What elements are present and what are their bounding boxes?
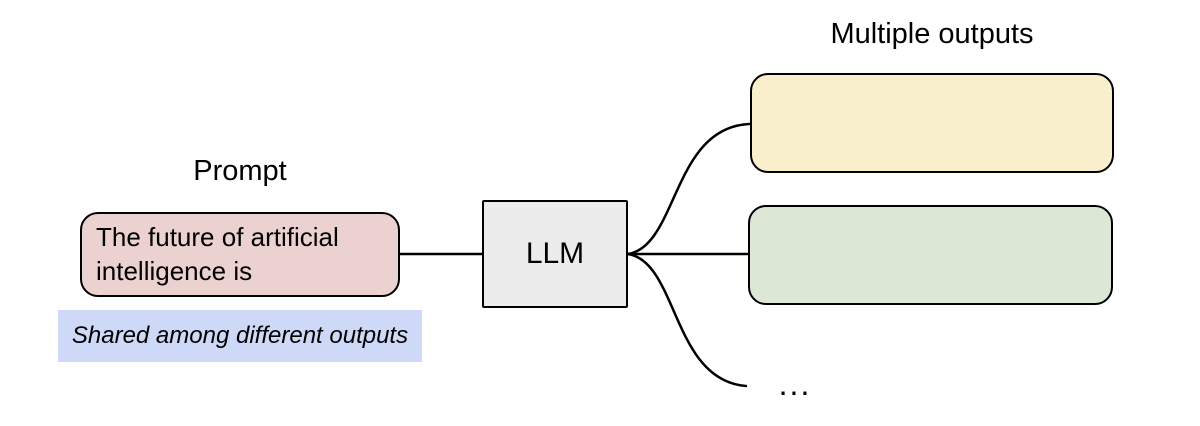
prompt-box: The future of artificial intelligence is <box>80 212 400 297</box>
prompt-text: The future of artificial intelligence is <box>96 222 339 286</box>
llm-label: LLM <box>525 237 585 270</box>
connector-llm-output-more <box>626 252 748 388</box>
output-box-2 <box>748 205 1113 305</box>
connector-llm-output-top <box>626 122 751 256</box>
shared-note: Shared among different outputs <box>58 310 422 362</box>
shared-note-text: Shared among different outputs <box>71 322 409 349</box>
output-box-1 <box>750 73 1114 173</box>
multiple-outputs-label: Multiple outputs <box>830 18 1034 50</box>
more-outputs-ellipsis: ... <box>778 366 812 402</box>
llm-box: LLM <box>482 200 628 308</box>
prompt-label: Prompt <box>193 155 287 187</box>
